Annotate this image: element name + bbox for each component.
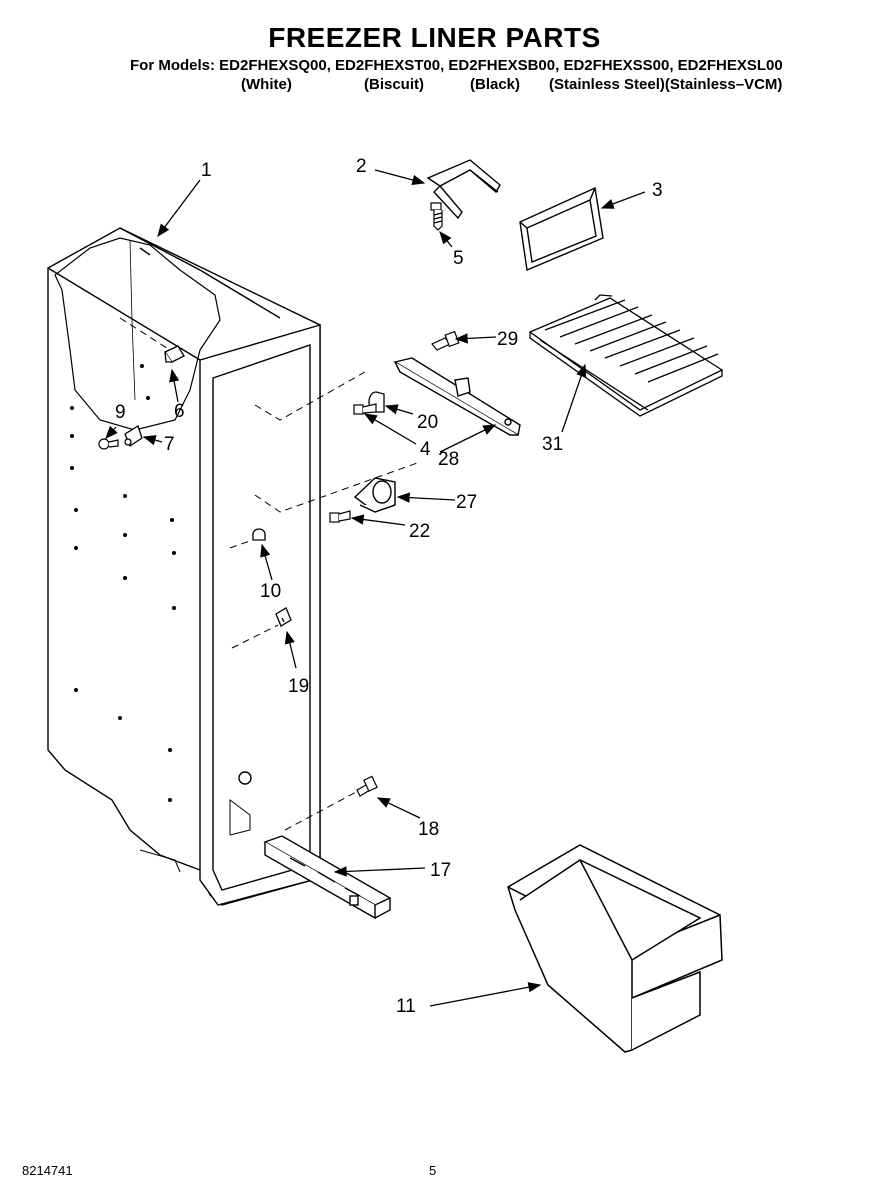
clip-part-7 xyxy=(124,425,143,447)
page-number: 5 xyxy=(429,1163,437,1178)
callout-19: 19 xyxy=(288,676,309,697)
callout-9: 9 xyxy=(115,402,126,423)
callout-29: 29 xyxy=(497,329,518,350)
color-stainless: (Stainless Steel)(Stainless–VCM) xyxy=(549,76,783,93)
callout-27: 27 xyxy=(456,492,477,513)
callout-17: 17 xyxy=(430,860,451,881)
page-title: FREEZER LINER PARTS xyxy=(268,22,601,53)
callout-7: 7 xyxy=(164,434,175,455)
clip-part-6 xyxy=(164,345,185,363)
doc-number: 8214741 xyxy=(22,1163,73,1178)
screw-part-4 xyxy=(353,403,377,415)
freezer-liner xyxy=(47,227,321,906)
callout-3: 3 xyxy=(652,180,663,201)
models-line: For Models: ED2FHEXSQ00, ED2FHEXST00, ED… xyxy=(130,57,783,74)
color-biscuit: (Biscuit) xyxy=(364,76,424,93)
screw-part-5 xyxy=(430,202,443,231)
callout-6: 6 xyxy=(174,401,185,422)
callout-28: 28 xyxy=(438,449,459,470)
screw-part-9 xyxy=(98,438,119,450)
cam-part-27 xyxy=(353,477,396,513)
screw-part-29 xyxy=(431,330,460,351)
shelf-support-part-28 xyxy=(393,357,521,437)
color-white: (White) xyxy=(241,76,292,93)
wire-shelf-part-31 xyxy=(528,294,724,417)
callout-5: 5 xyxy=(453,248,464,269)
callout-18: 18 xyxy=(418,819,439,840)
callout-10: 10 xyxy=(260,581,281,602)
callout-31: 31 xyxy=(542,434,563,455)
callout-20: 20 xyxy=(417,412,438,433)
clip-part-19 xyxy=(275,607,292,627)
liner-holes xyxy=(70,364,176,802)
screw-part-18 xyxy=(356,775,378,797)
callout-1: 1 xyxy=(201,160,212,181)
callout-22: 22 xyxy=(409,521,430,542)
ice-bin-part-11 xyxy=(507,844,723,1053)
cover-part-3 xyxy=(519,186,604,271)
leader-lines xyxy=(105,169,646,1007)
plug-part-10 xyxy=(252,528,266,541)
callout-labels: 1 2 3 5 29 31 20 4 28 27 22 6 9 7 10 19 … xyxy=(115,156,663,1017)
callout-11: 11 xyxy=(396,996,416,1017)
callout-2: 2 xyxy=(356,156,367,177)
color-black: (Black) xyxy=(470,76,521,93)
callout-4: 4 xyxy=(420,439,431,460)
screw-part-22 xyxy=(329,510,351,523)
trim-part-17 xyxy=(263,835,392,920)
bracket-part-2 xyxy=(426,159,501,220)
